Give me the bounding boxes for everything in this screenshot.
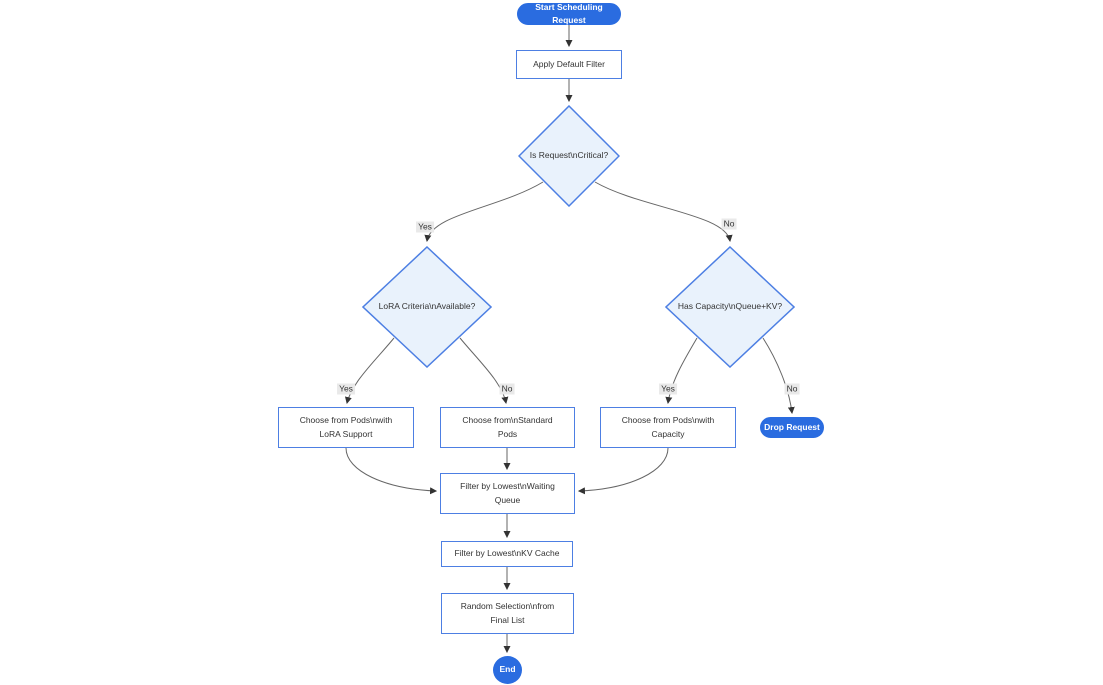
node-filter-lowest-waiting-queue: Filter by Lowest\nWaiting Queue <box>440 473 575 514</box>
edge-lorabox-to-waiting <box>345 447 438 495</box>
node-start-label: Start Scheduling Request <box>535 1 603 25</box>
node-is-request-critical-label: Is Request\nCritical? <box>529 150 609 161</box>
edge-label-capacity-no: No <box>784 383 800 395</box>
node-choose-pods-lora-support-label: Choose from Pods\nwith LoRA Support <box>299 415 393 439</box>
node-lora-criteria-available: LoRA Criteria\nAvailable? <box>362 246 492 368</box>
node-start: Start Scheduling Request <box>517 1 621 25</box>
edge-label-capacity-yes: Yes <box>659 383 677 395</box>
edge-label-lora-yes: Yes <box>337 383 355 395</box>
node-choose-standard-pods: Choose from\nStandard Pods <box>440 407 575 448</box>
node-has-capacity-queue-kv-label: Has Capacity\nQueue+KV? <box>677 301 783 312</box>
edge-capacity-no <box>762 337 795 415</box>
node-filter-lowest-kv-cache: Filter by Lowest\nKV Cache <box>441 541 573 567</box>
node-choose-standard-pods-label: Choose from\nStandard Pods <box>462 415 553 439</box>
node-choose-pods-capacity-label: Choose from Pods\nwith Capacity <box>621 415 715 439</box>
edge-lora-yes <box>344 337 395 405</box>
diamond-shape <box>362 246 492 368</box>
edge-label-critical-yes: Yes <box>416 221 434 233</box>
node-filter-lowest-kv-cache-label: Filter by Lowest\nKV Cache <box>454 548 560 559</box>
node-apply-default-filter: Apply Default Filter <box>516 50 622 79</box>
node-end: End <box>493 656 522 684</box>
diamond-shape <box>665 246 795 368</box>
node-choose-pods-lora-support: Choose from Pods\nwith LoRA Support <box>278 407 414 448</box>
node-drop-request: Drop Request <box>760 417 824 438</box>
node-choose-pods-capacity: Choose from Pods\nwith Capacity <box>600 407 736 448</box>
node-lora-criteria-available-label: LoRA Criteria\nAvailable? <box>378 301 476 312</box>
node-drop-request-label: Drop Request <box>764 421 820 432</box>
node-random-selection-final-list-label: Random Selection\nfrom Final List <box>460 601 555 625</box>
node-is-request-critical: Is Request\nCritical? <box>518 105 620 207</box>
edge-lora-no <box>459 337 509 405</box>
edge-label-lora-no: No <box>499 383 515 395</box>
node-filter-lowest-waiting-queue-label: Filter by Lowest\nWaiting Queue <box>460 481 555 505</box>
node-random-selection-final-list: Random Selection\nfrom Final List <box>441 593 574 634</box>
edge-label-critical-no: No <box>721 218 737 230</box>
node-has-capacity-queue-kv: Has Capacity\nQueue+KV? <box>665 246 795 368</box>
edge-critical-no <box>594 181 733 243</box>
node-end-label: End <box>499 664 516 675</box>
edge-capacitybox-to-waiting <box>577 447 669 495</box>
diamond-shape <box>518 105 620 207</box>
node-apply-default-filter-label: Apply Default Filter <box>533 58 605 69</box>
edge-capacity-yes <box>665 337 698 405</box>
